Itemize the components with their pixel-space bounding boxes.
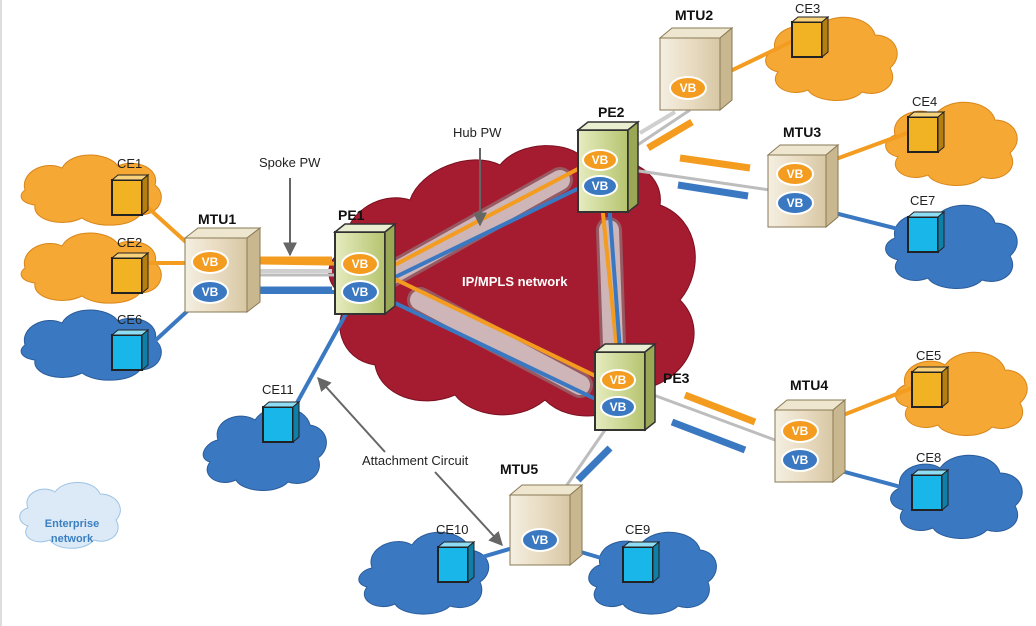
pe3-label: PE3	[663, 370, 690, 386]
legend-cloud	[19, 482, 121, 549]
attachment-arrow-ce11	[317, 376, 386, 453]
vb-mtu4-blue: VB	[781, 448, 819, 472]
cloud-ce4	[885, 101, 1018, 186]
ce-labels: CE1 CE2 CE6 CE3 CE4 CE7 CE5 CE8 CE11 CE1…	[117, 1, 941, 537]
svg-text:VB: VB	[787, 196, 804, 210]
vb-mtu1-blue: VB	[191, 280, 229, 304]
svg-text:VB: VB	[610, 400, 627, 414]
vb-pe3-blue: VB	[600, 396, 636, 418]
mtu3-device: MTU3	[766, 124, 840, 229]
vb-pe1-orange: VB	[341, 252, 379, 276]
vb-mtu3-blue: VB	[776, 191, 814, 215]
ce7-label: CE7	[910, 193, 935, 208]
ce3-label: CE3	[795, 1, 820, 16]
svg-text:VB: VB	[352, 285, 369, 299]
legend-line-2: network	[51, 533, 94, 545]
enterprise-network-legend: Enterprise network	[19, 482, 121, 549]
attachment-arrow-mtu5	[434, 471, 503, 547]
legend-line-1: Enterprise	[45, 518, 99, 530]
hub-pw-label: Hub PW	[453, 125, 502, 140]
ce5-label: CE5	[916, 348, 941, 363]
vb-mtu3-orange: VB	[776, 162, 814, 186]
attachment-circuit-label: Attachment Circuit	[362, 453, 469, 468]
pe3-router: PE3	[592, 342, 690, 432]
svg-text:VB: VB	[202, 285, 219, 299]
cloud-ce8	[890, 454, 1023, 539]
vb-pe2-orange: VB	[582, 149, 618, 171]
ce1-label: CE1	[117, 156, 142, 171]
ce6-label: CE6	[117, 312, 142, 327]
mtu4-label: MTU4	[790, 377, 828, 393]
vb-mtu5-blue: VB	[521, 528, 559, 552]
ce3-device	[790, 15, 830, 59]
mtu1-device: MTU1	[183, 211, 262, 314]
vb-pe3-orange: VB	[600, 369, 636, 391]
ce2-label: CE2	[117, 235, 142, 250]
pe2-label: PE2	[598, 104, 625, 120]
ce-devices	[110, 15, 950, 584]
hub-pw-tubes	[371, 158, 626, 407]
spoke-gray-lines	[255, 108, 776, 496]
ce10-label: CE10	[436, 522, 469, 537]
svg-text:VB: VB	[787, 167, 804, 181]
ce2-device	[110, 251, 150, 295]
svg-text:VB: VB	[202, 255, 219, 269]
vb-pe2-blue: VB	[582, 175, 618, 197]
ce4-device	[906, 110, 946, 154]
svg-text:VB: VB	[532, 533, 549, 547]
mtu1-label: MTU1	[198, 211, 236, 227]
core-network-label: IP/MPLS network	[462, 274, 568, 289]
cloud-ce7	[885, 204, 1018, 289]
ce4-label: CE4	[912, 94, 937, 109]
svg-text:VB: VB	[592, 153, 609, 167]
vb-mtu4-orange: VB	[781, 419, 819, 443]
ce6-device	[110, 328, 150, 372]
vb-mtu2-orange: VB	[669, 76, 707, 100]
svg-text:VB: VB	[592, 179, 609, 193]
ce5-device	[910, 365, 950, 409]
pe2-router: PE2	[575, 104, 641, 214]
svg-text:VB: VB	[352, 257, 369, 271]
ce8-device	[910, 468, 950, 512]
vb-badges: VB VB VB VB VB VB VB VB VB VB VB VB VB V…	[191, 76, 819, 552]
ce9-device	[621, 540, 661, 584]
ce11-label: CE11	[262, 382, 294, 397]
svg-text:VB: VB	[680, 81, 697, 95]
tube-pe1-pe3	[371, 266, 609, 407]
vb-pe1-blue: VB	[341, 280, 379, 304]
ce8-label: CE8	[916, 450, 941, 465]
annotations: Spoke PW Hub PW Attachment Circuit	[259, 125, 503, 547]
svg-text:VB: VB	[792, 424, 809, 438]
spoke-pw-label: Spoke PW	[259, 155, 321, 170]
ce10-device	[436, 540, 476, 584]
cloud-ce3	[765, 16, 898, 101]
tube-pe1-pe2	[372, 158, 601, 291]
ce1-device	[110, 173, 150, 217]
svg-text:VB: VB	[610, 373, 627, 387]
ce11-device	[261, 400, 301, 444]
pe1-label: PE1	[338, 207, 365, 223]
svg-text:VB: VB	[792, 453, 809, 467]
ce9-label: CE9	[625, 522, 650, 537]
mtu5-label: MTU5	[500, 461, 538, 477]
ce7-device	[906, 210, 946, 254]
mtu2-label: MTU2	[675, 7, 713, 23]
mtu3-label: MTU3	[783, 124, 821, 140]
vb-mtu1-orange: VB	[191, 250, 229, 274]
